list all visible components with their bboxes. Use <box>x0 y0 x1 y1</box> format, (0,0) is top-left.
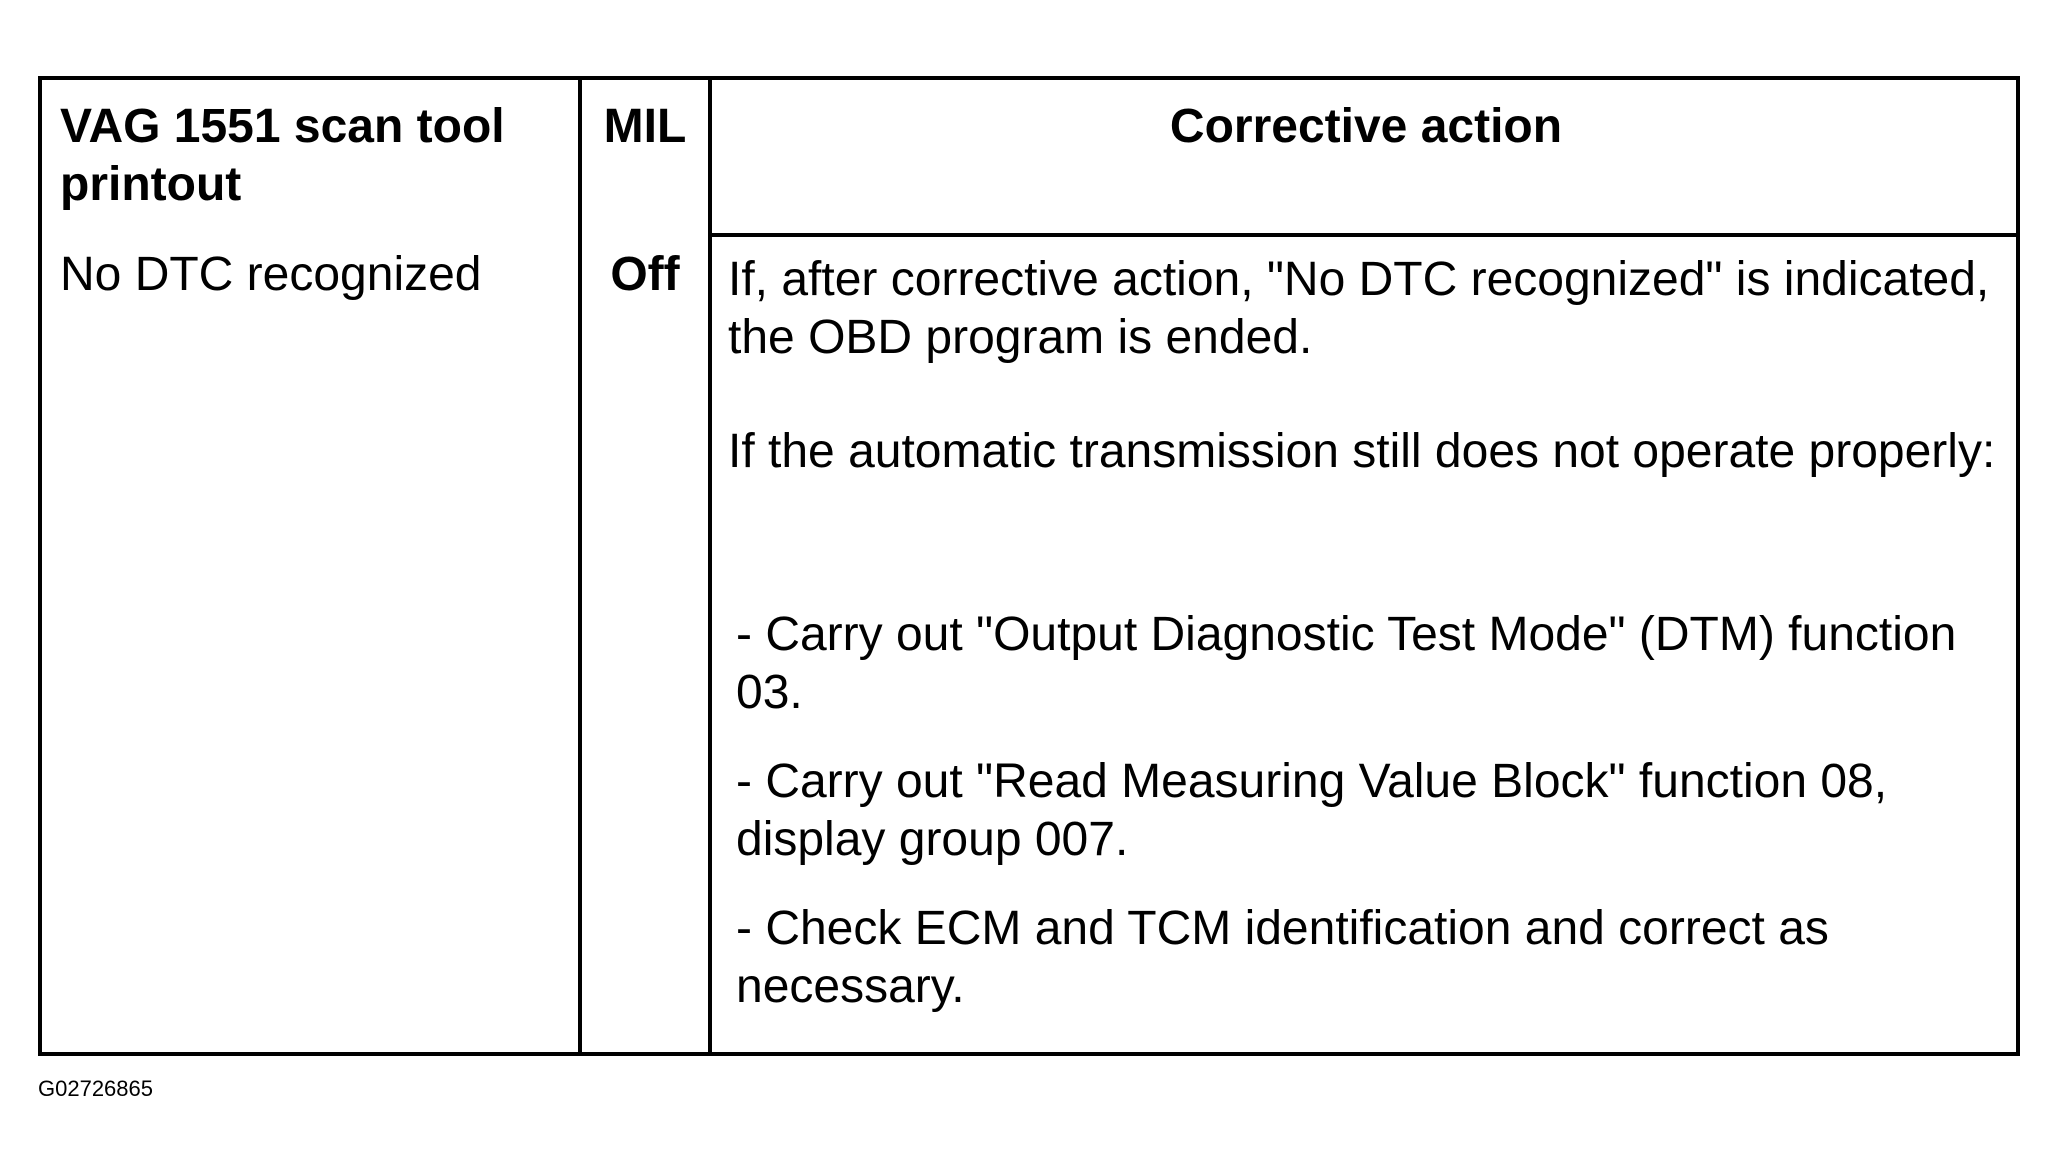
figure-id: G02726865 <box>38 1076 153 1101</box>
action-paragraph-2: If the automatic transmission still does… <box>728 425 1996 478</box>
header-scan-tool: VAG 1551 scan tool printout <box>60 100 505 211</box>
action-step-1: - Carry out "Output Diagnostic Test Mode… <box>736 608 1957 719</box>
column-divider-2 <box>708 80 712 1052</box>
header-divider <box>712 233 2016 237</box>
action-step-3: - Check ECM and TCM identification and c… <box>736 902 1829 1013</box>
column-divider-1 <box>578 80 582 1052</box>
cell-mil-value: Off <box>610 248 680 301</box>
header-corrective-action: Corrective action <box>1169 100 1563 153</box>
header-mil: MIL <box>603 100 687 153</box>
cell-scan-tool-value: No DTC recognized <box>60 248 482 301</box>
action-paragraph-1: If, after corrective action, "No DTC rec… <box>728 253 1990 364</box>
diagnostic-table: VAG 1551 scan tool printout MIL Correcti… <box>38 76 2020 1056</box>
action-step-2: - Carry out "Read Measuring Value Block"… <box>736 755 1888 866</box>
